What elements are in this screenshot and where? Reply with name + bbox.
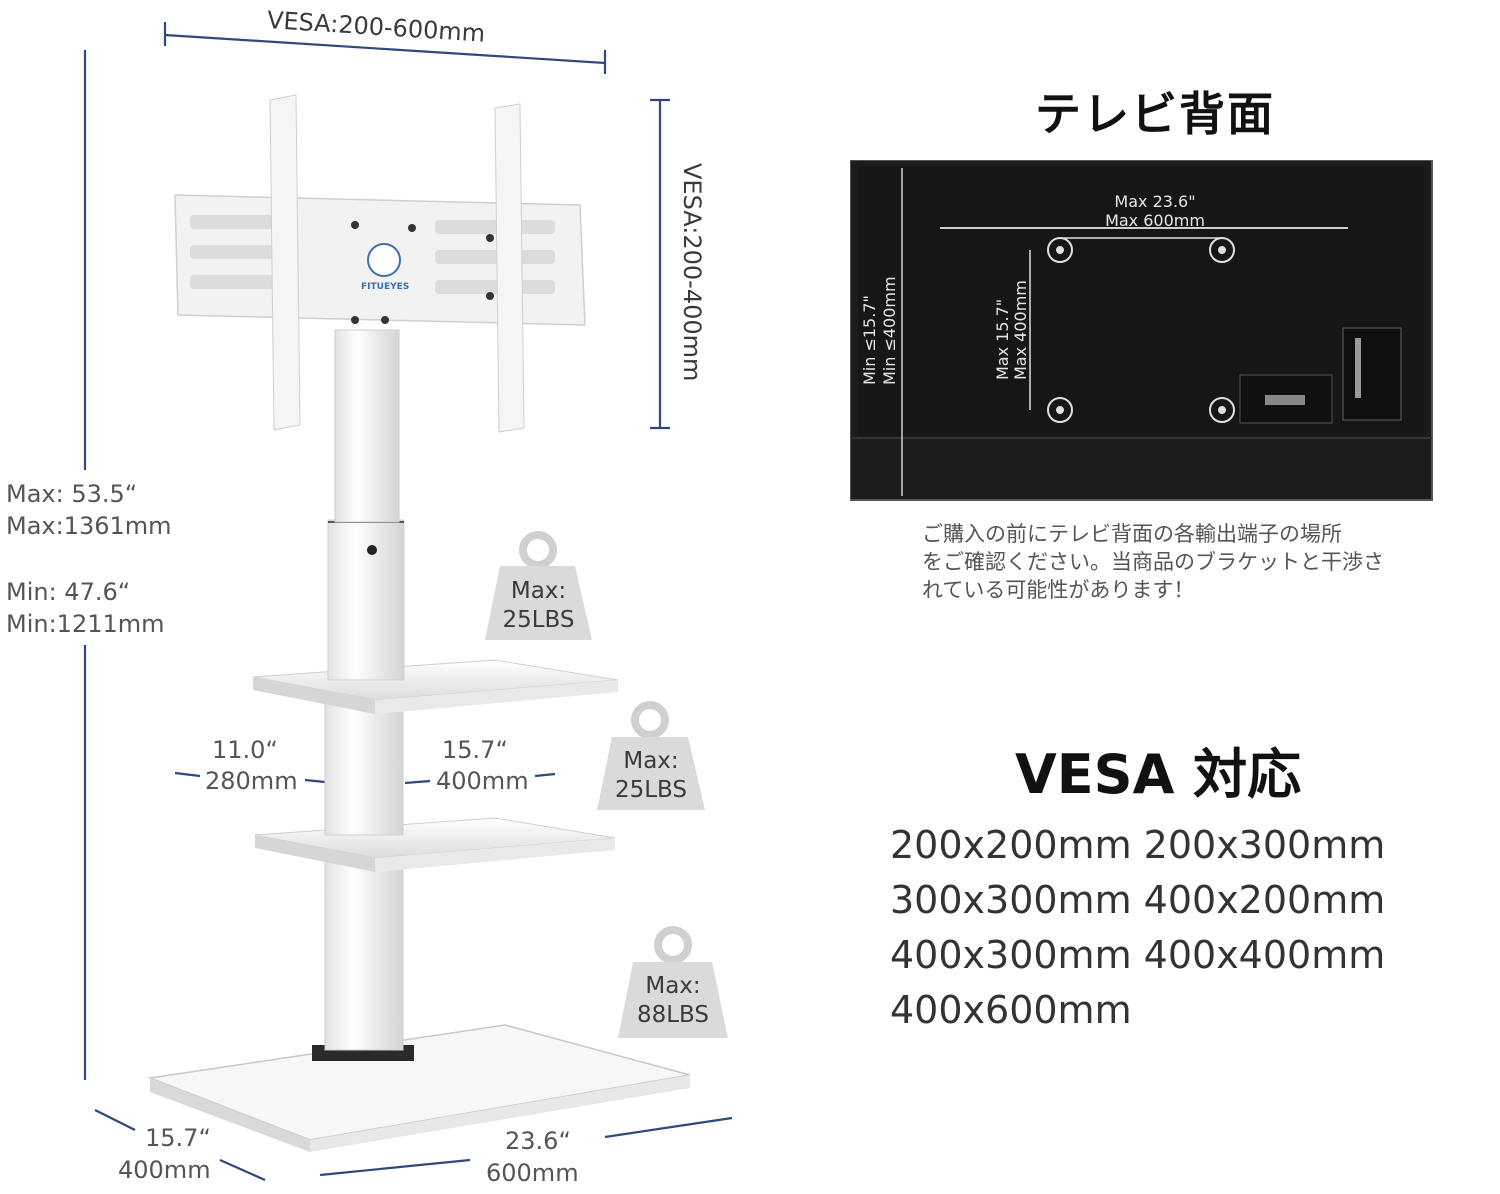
weight-label-1-line1: Max: (510, 578, 567, 604)
weight-label-1-line2: 25LBS (502, 607, 575, 633)
weight-label-1: Max: 25LBS (485, 577, 592, 637)
weight-tag-1 (485, 531, 592, 640)
vesa-size-line: 300x300mm 400x200mm (890, 878, 1386, 922)
stand-pole-lower (324, 859, 404, 1051)
tv-port-note: ご購入の前にテレビ背面の各輸出端子の場所 をご確認ください。当商品のブラケットと… (922, 520, 1384, 604)
vesa-size-line: 400x600mm (890, 988, 1132, 1032)
tv-max-height-mm: Max 400mm (1011, 280, 1030, 380)
tv-note-line: れている可能性があります！ (922, 578, 1195, 602)
tv-bracket (174, 94, 586, 433)
stand-pole-inner (334, 329, 400, 523)
stand-diagram (83, 22, 733, 1182)
vesa-size-line: 400x300mm 400x400mm (890, 933, 1386, 977)
weight-label-2-line1: Max: (623, 748, 679, 774)
shelf-lower (254, 817, 616, 872)
height-min-mm: Min:1211mm (6, 610, 165, 638)
shelf-depth-mm: 280mm (205, 767, 298, 795)
weight-label-3: Max: 88LBS (618, 972, 728, 1032)
weight-label-2: Max: 25LBS (597, 747, 705, 807)
tv-back-title: テレビ背面 (1035, 87, 1275, 141)
tv-min-height-mm: Min ≤400mm (880, 276, 899, 385)
shelf-depth-in: 11.0“ (212, 736, 278, 764)
weight-tag-3 (618, 926, 728, 1038)
stand-pole-middle (324, 699, 404, 836)
brand-logo: FITUEYES (361, 282, 410, 292)
base-width-in: 23.6“ (505, 1127, 571, 1155)
dimension-lines (83, 22, 733, 1182)
base-width-mm: 600mm (486, 1159, 579, 1187)
tv-max-width-in: Max 23.6" (1114, 192, 1196, 211)
stand-pole-sleeve (327, 519, 405, 681)
weight-label-3-line1: Max: (645, 973, 701, 999)
vesa-height-label: VESA:200-400mm (678, 163, 706, 382)
stand-base (147, 1024, 691, 1152)
vesa-support-title: VESA 対応 (1015, 743, 1302, 806)
shelf-width-in: 15.7“ (442, 736, 508, 764)
height-max-in: Max: 53.5“ (6, 480, 138, 508)
weight-label-2-line2: 25LBS (614, 777, 688, 803)
tv-back-illustration (850, 160, 1433, 501)
shelf-width-mm: 400mm (436, 767, 529, 795)
height-max-mm: Max:1361mm (6, 512, 172, 540)
base-depth-in: 15.7“ (145, 1124, 211, 1152)
tv-min-height-in: Min ≤15.7" (860, 295, 879, 385)
height-min-in: Min: 47.6“ (6, 578, 131, 606)
weight-tag-2 (597, 701, 705, 810)
shelf-upper (252, 659, 619, 714)
tv-max-width-mm: Max 600mm (1105, 211, 1205, 230)
tv-note-line: をご確認ください。当商品のブラケットと干渉さ (922, 550, 1384, 574)
vesa-size-list: 200x200mm 200x300mm 300x300mm 400x200mm … (890, 818, 1385, 1038)
weight-label-3-line2: 88LBS (636, 1002, 710, 1028)
tv-max-height-in: Max 15.7" (993, 298, 1012, 380)
tv-note-line: ご購入の前にテレビ背面の各輸出端子の場所 (922, 522, 1342, 546)
base-depth-mm: 400mm (118, 1156, 211, 1184)
vesa-size-line: 200x200mm 200x300mm (890, 823, 1386, 867)
